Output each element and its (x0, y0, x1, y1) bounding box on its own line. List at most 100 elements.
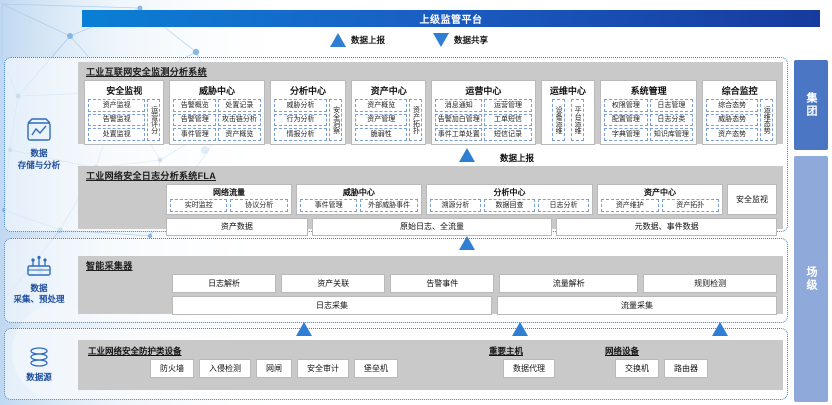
cell-vertical[interactable]: 运营评分 (147, 99, 161, 142)
module-title: 运营中心 (465, 86, 502, 96)
cell-vertical[interactable]: 设备运维 (551, 99, 565, 142)
ag-cell[interactable]: 告警事件 (390, 274, 495, 293)
cell[interactable]: 知识库管理 (649, 128, 694, 142)
rail-data-source: 数据源 (6, 336, 72, 394)
cell[interactable]: 日志分类 (649, 113, 694, 127)
src-cell[interactable]: 堡垒机 (354, 359, 398, 378)
fla-group-analysis-center[interactable]: 分析中心 溯源分析 数据回查 日志分析 (425, 184, 594, 215)
module-asset-center[interactable]: 资产中心 资产概览 资产管理 脆弱性 资产拓扑 (351, 80, 427, 146)
cell[interactable]: 脆弱性 (355, 128, 408, 142)
module-om-center[interactable]: 运维中心 设备运维 平台运维 (540, 80, 596, 146)
cell[interactable]: 运营管理 (484, 99, 532, 112)
fla-bar-raw-logs: 原始日志、全流量 (311, 217, 553, 236)
module-system-management[interactable]: 系统管理 权限管理 配置管理 字典管理 日志管理 日志分类 知识库管理 (600, 80, 698, 146)
side-tab-site: 场级 (794, 156, 828, 402)
fla-group-title: 分析中心 (493, 188, 526, 197)
src-cell[interactable]: 网闸 (256, 359, 292, 378)
ag-cell[interactable]: 流量解析 (499, 274, 639, 293)
cell[interactable]: 事件管理 (173, 128, 217, 142)
cell[interactable]: 威胁分析 (273, 99, 328, 112)
cell-vertical[interactable]: 运维态势 (760, 99, 774, 142)
cell[interactable]: 威胁态势 (706, 113, 759, 127)
src-cell[interactable]: 交换机 (615, 359, 659, 378)
panel-iisms-title: 工业互联网安全监测分析系统 (86, 67, 207, 77)
cell[interactable]: 日志管理 (649, 99, 694, 112)
cell[interactable]: 告警概览 (173, 99, 217, 112)
cell[interactable]: 资产概览 (218, 128, 261, 142)
src-cell[interactable]: 入侵检测 (199, 359, 251, 378)
cell[interactable]: 综合态势 (706, 99, 759, 112)
panel-source: 工业网络安全防护类设备 防火墙 入侵检测 网闸 安全审计 堡垒机 重要主机 数据… (78, 340, 783, 390)
cell[interactable]: 情报分析 (273, 128, 328, 142)
cell-vertical[interactable]: 安全洞察 (329, 99, 343, 142)
cell[interactable]: 资产拓扑 (661, 199, 720, 212)
module-title: 威胁中心 (199, 86, 236, 96)
module-threat-center[interactable]: 威胁中心 告警概览 告警管理 事件管理 处置记录 攻击链分析 资产概览 (169, 80, 265, 146)
rail-data-collection: 数据采集、预处理 (6, 243, 72, 317)
cell[interactable]: 协议分析 (230, 199, 288, 212)
fla-group-network-traffic[interactable]: 网络流量 实时监控 协议分析 (166, 184, 292, 215)
ag-cell[interactable]: 流量采集 (497, 296, 777, 315)
arrow-up-icon (712, 322, 728, 336)
cell[interactable]: 事件管理 (299, 199, 358, 212)
ag-cell[interactable]: 日志解析 (172, 274, 277, 293)
panel-agent: 智能采集器 日志解析 资产关联 告警事件 流量解析 规则检测 日志采集 流量采集 (78, 256, 783, 315)
src-cell[interactable]: 防火墙 (150, 359, 194, 378)
cell[interactable]: 处置记录 (218, 99, 261, 112)
fla-group-title: 威胁中心 (342, 188, 375, 197)
module-security-monitor[interactable]: 安全监视 资产监视 告警监视 处置监视 运营评分 (84, 80, 165, 146)
ag-cell[interactable]: 日志采集 (172, 296, 492, 315)
cell[interactable]: 日志分析 (538, 199, 590, 212)
cell-vertical[interactable]: 资产拓扑 (409, 99, 423, 142)
cell[interactable]: 告警加白管理 (435, 113, 483, 127)
cell-vertical[interactable]: 平台运维 (570, 99, 584, 142)
cell[interactable]: 告警监视 (88, 113, 146, 127)
src-group-network-devices: 网络设备 交换机 路由器 (601, 344, 777, 378)
connector-arrow-src-3 (712, 322, 728, 336)
module-integrated-monitor[interactable]: 综合监控 综合态势 威胁态势 资产态势 运维态势 (702, 80, 778, 146)
ag-cell[interactable]: 资产关联 (281, 274, 386, 293)
cell[interactable]: 实时监控 (170, 199, 228, 212)
mid-flow-label: 数据上报 (500, 153, 535, 163)
top-flow-row: 数据上报 数据共享 (330, 30, 660, 50)
src-group-important-hosts: 重要主机 数据代理 (485, 344, 595, 378)
cell[interactable]: 配置管理 (604, 113, 648, 127)
cell[interactable]: 短信记录 (484, 128, 532, 142)
module-title: 资产中心 (370, 86, 407, 96)
fla-group-asset-center[interactable]: 资产中心 资产维护 资产拓扑 (597, 184, 724, 215)
cell[interactable]: 外部威胁事件 (360, 199, 418, 212)
src-cell[interactable]: 路由器 (664, 359, 708, 378)
cell[interactable]: 资产管理 (355, 113, 408, 127)
arrow-up-icon (459, 148, 475, 162)
arrow-up-icon (296, 322, 312, 336)
cell[interactable]: 处置监视 (88, 128, 146, 142)
cell[interactable]: 工单短信 (484, 113, 532, 127)
fla-group-threat-center[interactable]: 威胁中心 事件管理 外部威胁事件 (295, 184, 422, 215)
cell[interactable]: 行为分析 (273, 113, 328, 127)
module-analysis-center[interactable]: 分析中心 威胁分析 行为分析 情报分析 安全洞察 (269, 80, 347, 146)
fla-security-monitor[interactable]: 安全监视 (727, 184, 778, 215)
cell[interactable]: 事件工单处置 (435, 128, 483, 142)
cell[interactable]: 消息通知 (435, 99, 483, 112)
module-title: 系统管理 (630, 86, 667, 96)
cell[interactable]: 资产概览 (355, 99, 408, 112)
cell[interactable]: 资产监视 (88, 99, 146, 112)
top-banner: 上级监管平台 (82, 10, 820, 27)
cell[interactable]: 字典管理 (604, 128, 648, 142)
cell[interactable]: 数据回查 (483, 199, 535, 212)
cell[interactable]: 资产维护 (601, 199, 659, 212)
cell[interactable]: 告警管理 (173, 113, 217, 127)
module-title: 运维中心 (549, 86, 586, 96)
cell[interactable]: 溯源分析 (429, 199, 481, 212)
panel-iisms: 工业互联网安全监测分析系统 安全监视 资产监视 告警监视 处置监视 运营评分 威… (78, 62, 783, 146)
iisms-module-row: 安全监视 资产监视 告警监视 处置监视 运营评分 威胁中心 告警概览 告警管理 … (78, 80, 783, 146)
rail-label-collect: 数据采集、预处理 (13, 282, 65, 304)
cell[interactable]: 资产态势 (706, 128, 759, 142)
cell[interactable]: 权限管理 (604, 99, 648, 112)
src-cell[interactable]: 安全审计 (297, 359, 349, 378)
ag-cell[interactable]: 规则检测 (643, 274, 778, 293)
src-group-title: 工业网络安全防护类设备 (88, 346, 182, 356)
src-cell[interactable]: 数据代理 (503, 359, 555, 378)
module-operation-center[interactable]: 运营中心 消息通知 告警加白管理 事件工单处置 运营管理 工单短信 短信记录 (431, 80, 536, 146)
cell[interactable]: 攻击链分析 (218, 113, 261, 127)
